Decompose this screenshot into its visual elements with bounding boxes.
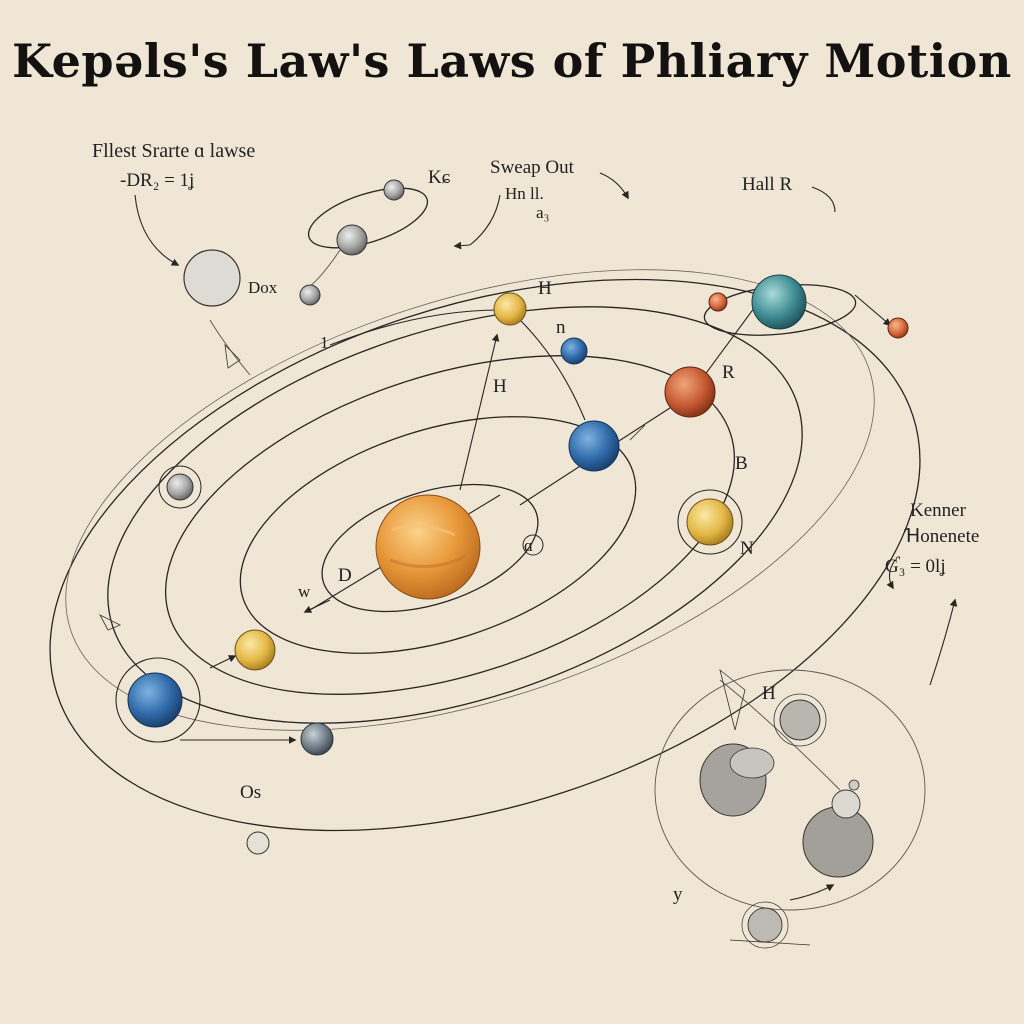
- planet-gray-large: [183, 249, 241, 307]
- planet-gold-top: [493, 292, 527, 326]
- sweep-sub-label-2: a₃: [536, 203, 550, 222]
- n-top-label: n: [556, 317, 566, 338]
- kenner-label: Kenner: [910, 500, 966, 521]
- planet-gray-left: [166, 473, 194, 501]
- d-label: D: [338, 565, 352, 586]
- dox-label: Dox: [248, 278, 278, 297]
- one-label: 1: [320, 333, 329, 352]
- h-top-label: H: [538, 278, 552, 299]
- planet-blue-lower-ring: [115, 657, 201, 743]
- sketch-marks: [98, 343, 646, 631]
- orbit-small-top: [307, 187, 429, 249]
- planet-blue-small: [560, 337, 588, 365]
- planet-top-gray: [383, 179, 405, 201]
- planet-teal: [751, 274, 807, 330]
- h-mid-label: H: [493, 376, 507, 397]
- orbit-6: [65, 269, 875, 731]
- sun: [375, 494, 481, 600]
- sun-focus-mark: ɑ: [524, 536, 533, 555]
- orbit-4: [107, 306, 803, 724]
- orbit-2: [239, 416, 637, 654]
- honenete-label: Ɦonenete: [905, 526, 980, 547]
- planet-small-orange-left: [708, 292, 728, 312]
- w-label: w: [298, 582, 311, 601]
- kg-label: Kɕ: [428, 167, 451, 188]
- planet-small-orange-right: [887, 317, 909, 339]
- planet-slate-lower: [300, 722, 334, 756]
- sweep-sub-label-1: Hn ll.: [505, 184, 544, 203]
- planet-top-gray-2: [336, 224, 368, 256]
- planet-blue-lower: [127, 672, 183, 728]
- orbit-1: [321, 483, 539, 613]
- r-label: R: [722, 362, 735, 383]
- planet-gray-small: [299, 284, 321, 306]
- os-label: Os: [240, 782, 262, 803]
- orbit-lower-right: [654, 669, 926, 911]
- planet-gray-left-ring: [158, 465, 202, 509]
- orbit-5: [49, 278, 921, 832]
- planet-gold-right: [686, 498, 734, 546]
- planet-blue-mid: [568, 420, 620, 472]
- first-law-formula: -DR₂ = 1ʝ: [120, 170, 195, 191]
- first-law-label: Fllest Srarte ɑ lawse: [92, 140, 256, 162]
- planet-pale-bottom: [246, 831, 270, 855]
- focus-marker: [522, 534, 544, 556]
- page-title: Kepəls's Law's Laws of Phliary Motion: [12, 34, 1012, 88]
- planet-gold-lower: [234, 629, 276, 671]
- orbit-3: [164, 355, 736, 695]
- hall-label: Hall R: [742, 174, 793, 195]
- orbits: [49, 187, 926, 911]
- lower-right-system: [699, 668, 874, 949]
- b-label: B: [735, 453, 748, 474]
- planets: [115, 179, 909, 855]
- planet-red: [664, 366, 716, 418]
- planet-gold-right-ring: [677, 489, 743, 555]
- right-formula-label: Ɠ₃ = 0lʝ: [885, 556, 946, 577]
- n-right-label: N: [740, 538, 754, 559]
- h-lower-label: H: [762, 683, 776, 704]
- sweep-label: Sweap Out: [490, 157, 574, 178]
- y-label: y: [673, 884, 683, 905]
